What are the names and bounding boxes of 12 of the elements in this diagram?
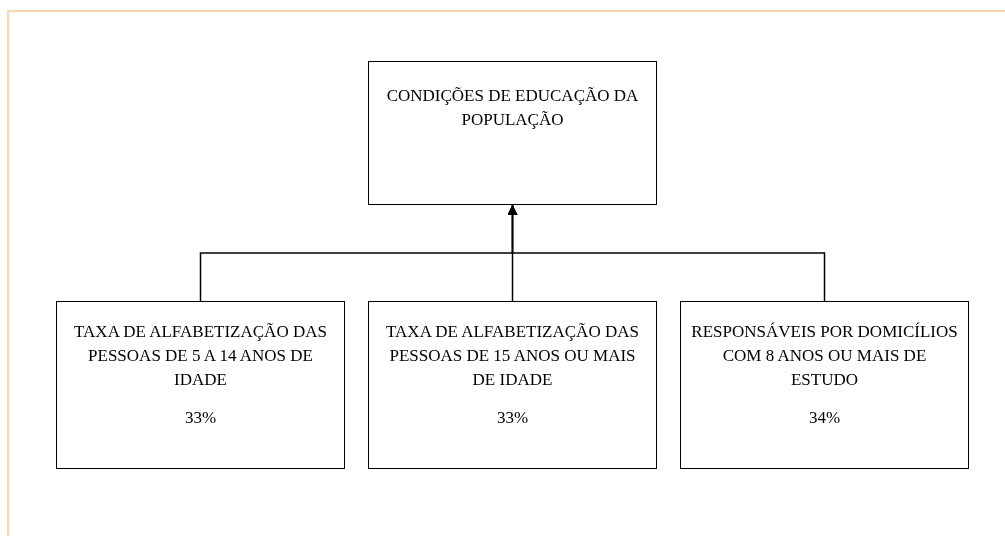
text-box (368, 301, 657, 469)
box-title: TAXA DE ALFABETIZAÇÃO DAS PESSOAS DE 5 A 14 ANOS DE IDADE (73, 321, 328, 391)
box-title: CONDIÇÕES DE EDUCAÇÃO DA POPULAÇÃO (385, 85, 640, 131)
box-title: TAXA DE ALFABETIZAÇÃO DAS PESSOAS DE 15 ANOS OU MAIS DE IDADE (385, 321, 640, 391)
text-box (680, 301, 969, 469)
percentage-label: 33% (495, 407, 530, 429)
box-title: RESPONSÁVEIS POR DOMICÍLIOS COM 8 ANOS OU MAIS DE ESTUDO (691, 321, 958, 391)
text-box (56, 301, 345, 469)
text-box (368, 61, 657, 205)
percentage-label: 34% (807, 407, 842, 429)
connector-arrow (507, 204, 826, 302)
percentage-label: 33% (183, 407, 218, 429)
